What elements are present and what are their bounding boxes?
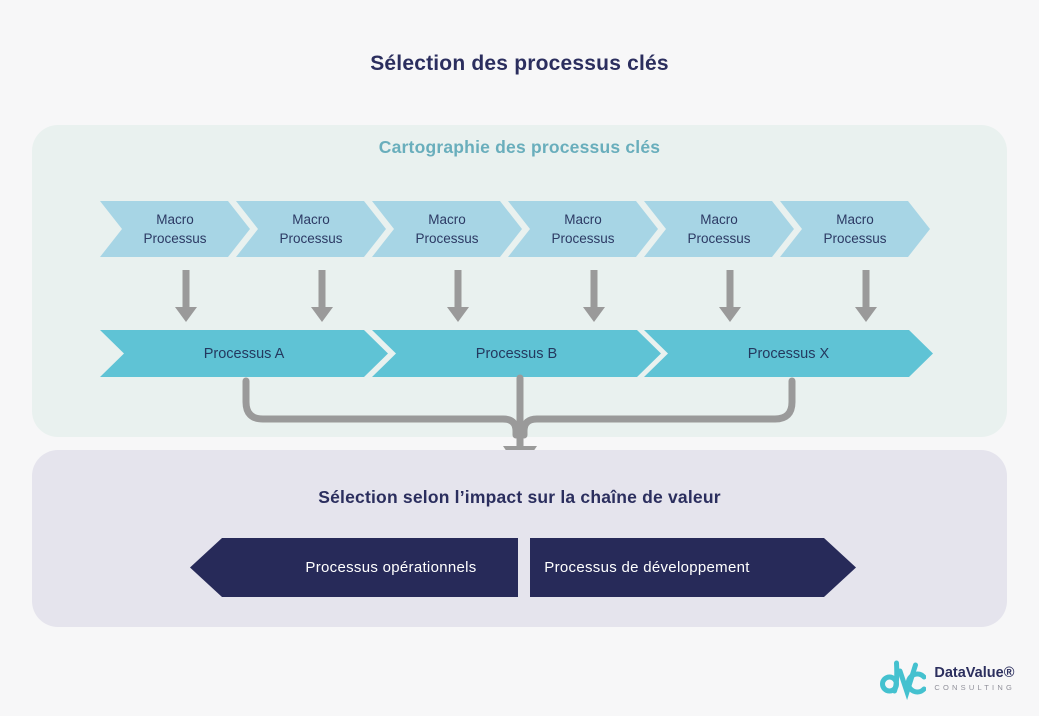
- macro-process-label: Macro: [564, 212, 602, 227]
- macro-process-label: Processus: [687, 231, 751, 246]
- cartography-panel: [32, 125, 1007, 437]
- macro-process-label: Processus: [415, 231, 479, 246]
- macro-process-label: Macro: [700, 212, 738, 227]
- macro-process-label: Macro: [836, 212, 874, 227]
- macro-process-label: Processus: [143, 231, 207, 246]
- macro-process-label: Processus: [279, 231, 343, 246]
- process-label: Processus X: [747, 345, 830, 362]
- macro-process-chevron: Macro Processus: [236, 201, 386, 257]
- cartography-heading: Cartographie des processus clés: [378, 137, 661, 157]
- operational-process-label: Processus opérationnels: [305, 559, 477, 576]
- page-title: Sélection des processus clés: [370, 52, 669, 75]
- operational-process-arrow: Processus opérationnels: [190, 538, 518, 597]
- macro-process-chevron: Macro Processus: [780, 201, 930, 257]
- macro-process-chevron: Macro Processus: [372, 201, 522, 257]
- macro-process-chevron: Macro Processus: [644, 201, 794, 257]
- process-label: Processus A: [203, 345, 285, 362]
- macro-process-chevron: Macro Processus: [508, 201, 658, 257]
- development-process-arrow: Processus de développement: [530, 538, 856, 597]
- process-chevron-a: Processus A: [100, 330, 388, 377]
- logo-brand-subtitle: CONSULTING: [934, 682, 1015, 692]
- dvc-monogram-icon: [880, 660, 927, 700]
- macro-process-chevron: Macro Processus: [100, 201, 250, 257]
- process-label: Processus B: [475, 345, 558, 362]
- process-chevron-x: Processus X: [644, 330, 933, 377]
- logo-brand-name: DataValue®: [934, 664, 1015, 681]
- macro-process-label: Macro: [292, 212, 330, 227]
- macro-process-label: Macro: [428, 212, 466, 227]
- selection-panel: [32, 450, 1007, 627]
- development-process-label: Processus de développement: [544, 559, 750, 576]
- datavalue-logo: DataValue® CONSULTING: [878, 656, 1015, 700]
- macro-process-label: Processus: [551, 231, 615, 246]
- selection-heading: Sélection selon l’impact sur la chaîne d…: [318, 487, 721, 507]
- logo-text: DataValue® CONSULTING: [934, 665, 1015, 692]
- process-chevron-b: Processus B: [372, 330, 661, 377]
- macro-process-label: Processus: [823, 231, 887, 246]
- macro-process-label: Macro: [156, 212, 194, 227]
